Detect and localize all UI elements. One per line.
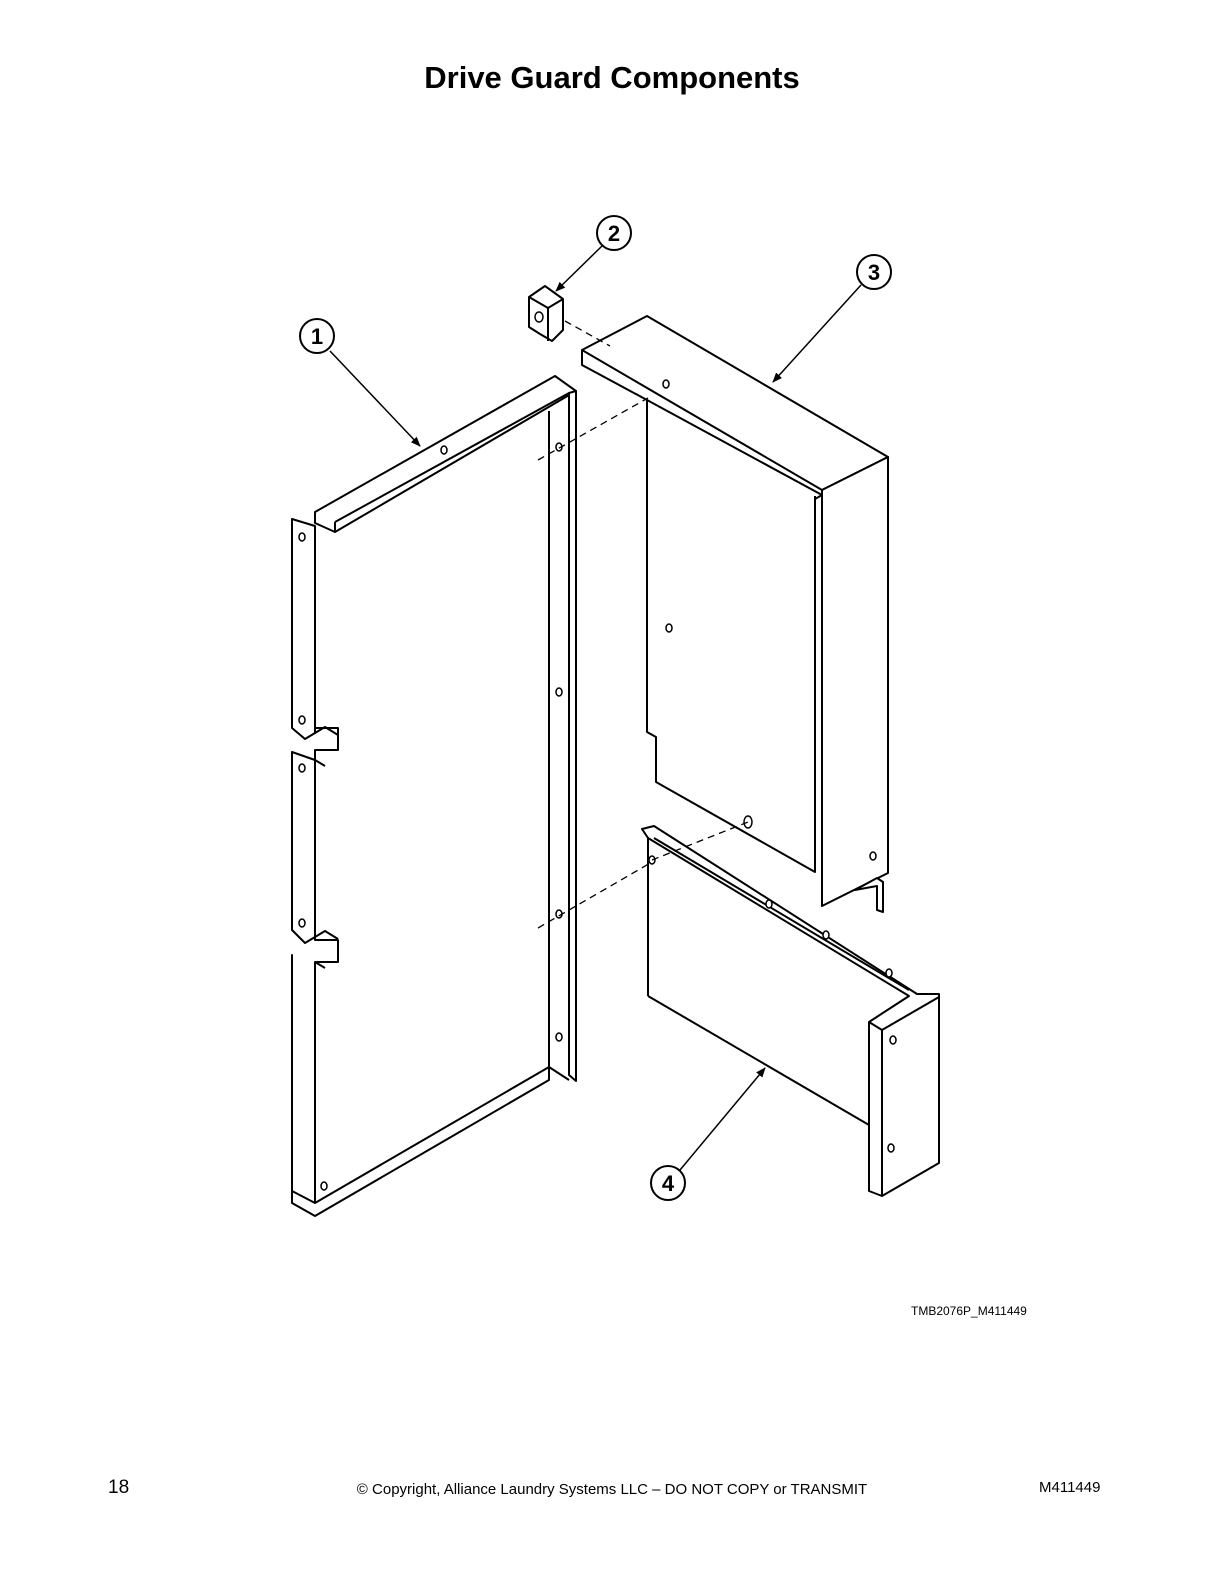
callout-2: 2 — [555, 215, 632, 292]
page-number: 18 — [108, 1477, 130, 1498]
document-number: M411449 — [1039, 1479, 1101, 1496]
top-guard-cover — [581, 315, 889, 913]
callout-4: 4 — [650, 1067, 766, 1201]
page-title: Drive Guard Components — [424, 60, 800, 95]
callout-3: 3 — [772, 254, 892, 383]
bottom-guard-tray — [641, 825, 940, 1197]
side-guard-panel — [291, 375, 577, 1217]
assembly-lines — [537, 320, 749, 929]
callout-1-number: 1 — [311, 324, 323, 349]
clip — [528, 285, 564, 342]
copyright-notice: © Copyright, Alliance Laundry Systems LL… — [356, 1481, 868, 1498]
callout-2-number: 2 — [608, 221, 620, 246]
callout-3-number: 3 — [868, 260, 880, 285]
drawing-code: TMB2076P_M411449 — [911, 1304, 1027, 1318]
mounting-holes — [298, 311, 897, 1191]
callout-1: 1 — [299, 318, 421, 447]
callout-4-number: 4 — [662, 1171, 675, 1196]
